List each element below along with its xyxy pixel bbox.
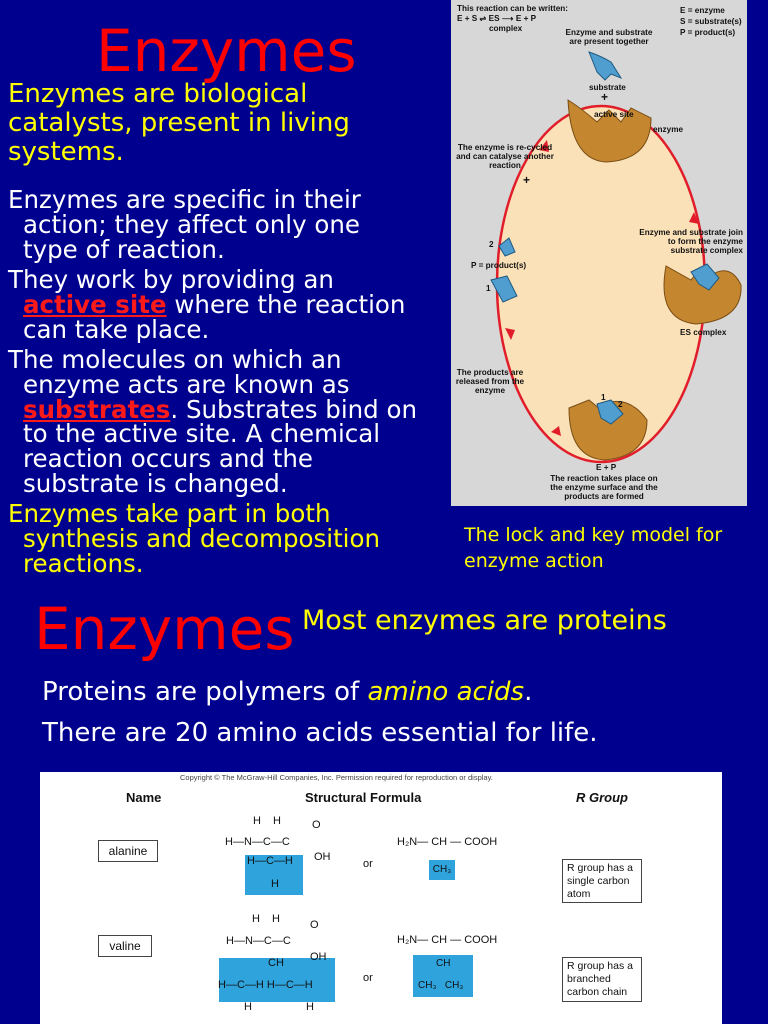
svg-text:H: H — [253, 815, 261, 827]
svg-text:H: H — [271, 878, 279, 890]
substrates-paragraph: The molecules on which an enzyme acts ar… — [8, 345, 418, 498]
reaction-equation: E + S ⇌ ES ⟶ E + P — [457, 14, 537, 23]
svg-text:O: O — [312, 819, 321, 831]
lock-and-key-diagram: This reaction can be written: E + S ⇌ ES… — [451, 0, 747, 506]
enzyme-label: enzyme — [653, 125, 684, 134]
diagram-caption: The lock and key model for enzyme action — [464, 524, 723, 572]
svg-text:H—C—H: H—C—H — [247, 855, 293, 867]
svg-text:H: H — [306, 1001, 314, 1013]
alanine-or: or — [363, 858, 373, 870]
present-together-label: Enzyme and substrate are present togethe… — [565, 28, 653, 46]
products-label: P = product(s) — [471, 261, 527, 270]
svg-text:CH: CH — [268, 957, 284, 969]
valine-condensed-r: CH — [436, 958, 451, 969]
legend-product: P = product(s) — [680, 28, 736, 37]
arrow-head-bottom — [551, 426, 561, 436]
reaction-header: This reaction can be written: — [457, 4, 569, 13]
arrow-head-top — [539, 140, 549, 152]
alanine-r-highlight — [245, 855, 303, 895]
arrow-head-right — [689, 212, 699, 224]
es-complex-label: ES complex — [680, 328, 727, 337]
plus-sign-left: + — [523, 173, 531, 187]
reactions-paragraph: Enzymes take part in both synthesis and … — [8, 499, 380, 578]
amino-acid-table: Copyright © The McGraw-Hill Companies, I… — [40, 772, 722, 1024]
plus-sign-top: + — [601, 90, 609, 104]
svg-text:H—C—H H—C—H: H—C—H H—C—H — [218, 979, 313, 991]
cycle-illustration — [490, 51, 742, 464]
e-plus-p-label: E + P — [596, 463, 617, 472]
legend-enzyme: E = enzyme — [680, 6, 725, 15]
svg-text:H: H — [252, 913, 260, 925]
num-2-bottom: 2 — [618, 400, 623, 409]
svg-text:H: H — [273, 815, 281, 827]
substrates-keyword: substrates — [23, 394, 171, 424]
column-rgroup: R Group — [576, 790, 628, 805]
active-site-keyword: active site — [23, 289, 167, 319]
svg-text:OH: OH — [310, 951, 327, 963]
valine-name-box: valine — [98, 935, 152, 957]
product-2-shape — [498, 237, 516, 257]
column-name: Name — [126, 790, 162, 805]
alanine-rgroup-note: R group has a single carbon atom — [562, 859, 642, 903]
alanine-name-box: alanine — [98, 840, 158, 862]
active-site-label: active site — [594, 110, 634, 119]
valine-condensed-r-box — [413, 955, 473, 997]
released-label: The products are released from the enzym… — [455, 368, 525, 395]
enzyme-es-complex — [663, 263, 742, 325]
legend-substrate: S = substrate(s) — [680, 17, 742, 26]
slide2-title: Enzymes — [34, 595, 295, 663]
svg-text:H—N—C—C: H—N—C—C — [225, 836, 290, 848]
valine-or: or — [363, 972, 373, 984]
svg-text:H: H — [244, 1001, 252, 1013]
svg-text:H—N—C—C: H—N—C—C — [226, 935, 291, 947]
svg-text:O: O — [310, 919, 319, 931]
substrate-label: substrate — [589, 83, 626, 92]
valine-r-highlight — [219, 958, 335, 1002]
num-1-bottom: 1 — [601, 393, 606, 402]
complex-label: complex — [489, 24, 523, 33]
intro-text: Enzymes are biological catalysts, presen… — [8, 79, 350, 167]
num-1-left: 1 — [486, 284, 491, 293]
active-site-paragraph: They work by providing an active site wh… — [8, 265, 406, 344]
specificity-paragraph: Enzymes are specific in their action; th… — [8, 185, 361, 264]
product-1-shape — [490, 275, 518, 303]
alanine-condensed-r: CH₃ — [429, 860, 455, 880]
alanine-condensed-formula: H₂N— CH — COOH — [397, 836, 498, 848]
slide2-subtitle: Most enzymes are proteins — [302, 605, 667, 636]
valine-condensed-formula: H₂N— CH — COOH — [397, 934, 498, 946]
enzyme-top — [567, 51, 652, 163]
amino-acids-term: amino acids — [367, 677, 525, 707]
copyright-notice: Copyright © The McGraw-Hill Companies, I… — [180, 773, 493, 782]
recycled-label: The enzyme is re-cycled and can catalyse… — [456, 143, 554, 170]
num-2-left: 2 — [489, 240, 494, 249]
twenty-amino-acids-line: There are 20 amino acids essential for l… — [42, 718, 598, 748]
arrow-head-left — [505, 328, 515, 340]
svg-text:H: H — [272, 913, 280, 925]
valine-rgroup-note: R group has a branched carbon chain — [562, 957, 642, 1002]
amino-acids-line: Proteins are polymers of amino acids. — [42, 677, 533, 707]
join-label: Enzyme and substrate join to form the en… — [639, 228, 743, 255]
takes-place-label: The reaction takes place on the enzyme s… — [550, 474, 658, 501]
valine-condensed-r2: CH₃ CH₃ — [418, 980, 464, 991]
slide1-title: Enzymes — [96, 17, 357, 85]
svg-text:OH: OH — [314, 851, 331, 863]
column-formula: Structural Formula — [305, 790, 422, 805]
enzyme-bottom — [568, 399, 648, 461]
